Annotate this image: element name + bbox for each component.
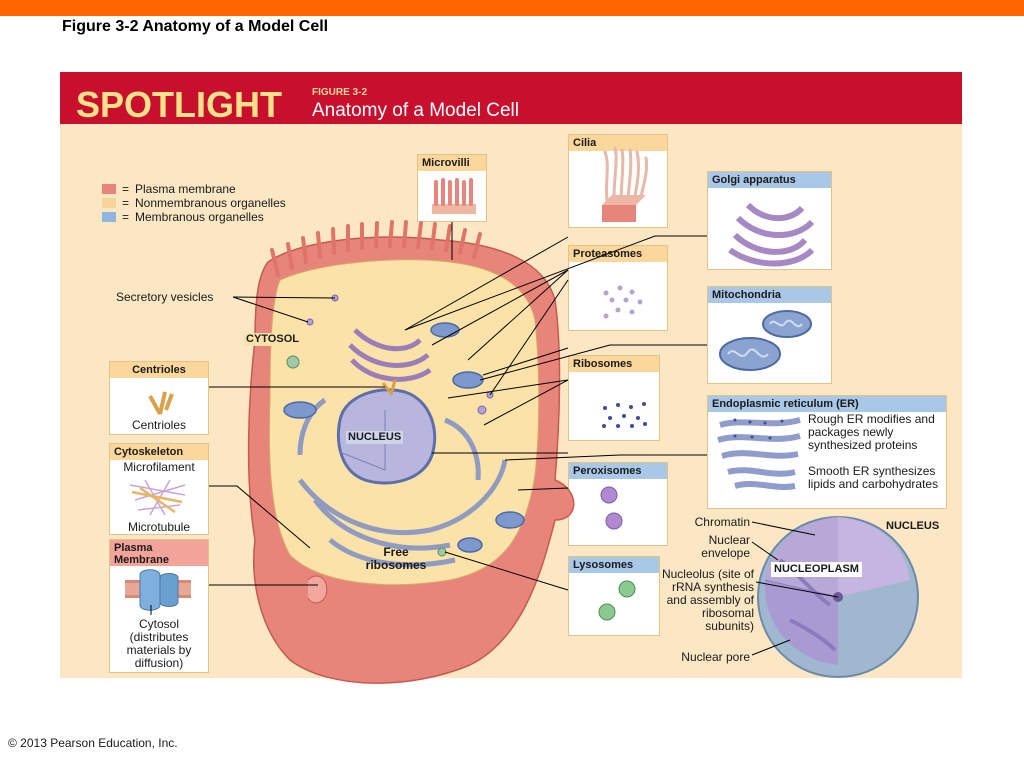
rough-er-label: Rough ER modifies and packages newly syn… xyxy=(808,412,935,452)
legend-swatch xyxy=(102,198,116,208)
cell-body xyxy=(247,220,575,684)
nucleus-leader-lines xyxy=(751,521,839,656)
centrioles-label: Centrioles xyxy=(131,418,187,432)
peroxisomes-box-title: Peroxisomes xyxy=(569,463,667,479)
cytosol-label: CYTOSOL xyxy=(244,333,301,346)
plasma-membrane-box-title: Plasma Membrane xyxy=(110,540,208,566)
er-ribosomes xyxy=(733,418,784,440)
centrioles-box-title: Centrioles xyxy=(110,362,208,378)
legend-swatch xyxy=(102,184,116,194)
mitochondria-illustration xyxy=(719,310,812,371)
peroxisome-illustration xyxy=(600,486,623,530)
microtubule-illustration xyxy=(131,486,183,514)
cytoskeleton-box-title: Cytoskeleton xyxy=(110,444,208,460)
lysosomes-box-title: Lysosomes xyxy=(569,557,659,573)
plasma-membrane-illustration xyxy=(125,569,191,615)
microtubule-label: Microtubule xyxy=(127,520,191,534)
figure-number: FIGURE 3-2 xyxy=(312,87,368,98)
golgi-box-title: Golgi apparatus xyxy=(708,172,831,188)
er-box-title: Endoplasmic reticulum (ER) xyxy=(708,396,946,412)
legend-nonmembranous: = Nonmembranous organelles xyxy=(102,196,286,210)
centrioles-illustration xyxy=(148,391,174,415)
legend-label: Plasma membrane xyxy=(135,182,236,196)
nucleoplasm-label: NUCLEOPLASM xyxy=(771,562,862,577)
microfilament-label: Microfilament xyxy=(123,460,195,474)
nucleolus-label: Nucleolus (site of rRNA synthesis and as… xyxy=(661,567,754,633)
golgi-illustration xyxy=(728,202,815,267)
spotlight-banner xyxy=(60,72,962,124)
ribosomes-box-title: Ribosomes xyxy=(569,356,659,372)
peroxisomes-box: Peroxisomes xyxy=(568,462,668,546)
plasma-membrane-box: Plasma Membrane xyxy=(109,539,209,673)
copyright-notice: © 2013 Pearson Education, Inc. xyxy=(8,736,178,750)
nuclear-envelope-label: Nuclear envelope xyxy=(701,533,750,560)
leader-lines xyxy=(209,222,707,591)
er-illustration xyxy=(717,417,801,490)
cilia-box-title: Cilia xyxy=(569,135,667,151)
legend-label: Nonmembranous organelles xyxy=(135,196,286,210)
centrioles-box: Centrioles xyxy=(109,361,209,435)
chromatin-label: Chromatin xyxy=(694,515,750,529)
slide-title: Figure 3-2 Anatomy of a Model Cell xyxy=(62,18,329,35)
cytoskeleton-box: Cytoskeleton xyxy=(109,443,209,535)
cilia-illustration xyxy=(602,146,649,222)
mitochondria-box-title: Mitochondria xyxy=(708,287,831,303)
top-accent-bar xyxy=(0,0,1024,16)
figure-title: Anatomy of a Model Cell xyxy=(312,100,519,121)
smooth-er-label: Smooth ER synthesizes lipids and carbohy… xyxy=(808,464,939,491)
nuclear-pore-label: Nuclear pore xyxy=(681,650,750,664)
secretory-vesicles-label: Secretory vesicles xyxy=(116,290,214,304)
spotlight-heading: SPOTLIGHT xyxy=(76,84,282,125)
nucleus-label: NUCLEUS xyxy=(346,431,404,444)
mitochondria-box: Mitochondria xyxy=(707,286,832,384)
lysosomes-box: Lysosomes xyxy=(568,556,660,636)
microvilli-illustration xyxy=(432,178,476,214)
ribosome-particles xyxy=(602,402,647,428)
legend-label: Membranous organelles xyxy=(135,210,264,224)
cytosol-diffusion-label: Cytosol (distributes materials by diffus… xyxy=(126,617,192,670)
ribosomes-box: Ribosomes xyxy=(568,355,660,441)
microvilli-box-title: Microvilli xyxy=(418,155,486,171)
legend-swatch xyxy=(102,212,116,222)
nucleus-detail-title: NUCLEUS xyxy=(886,520,940,532)
lysosome-illustration xyxy=(598,580,636,621)
proteasome-particles xyxy=(603,285,643,319)
legend-plasma-membrane: = Plasma membrane xyxy=(102,182,236,196)
legend-membranous: = Membranous organelles xyxy=(102,210,264,224)
free-ribosomes-label: Free ribosomes xyxy=(365,545,427,572)
